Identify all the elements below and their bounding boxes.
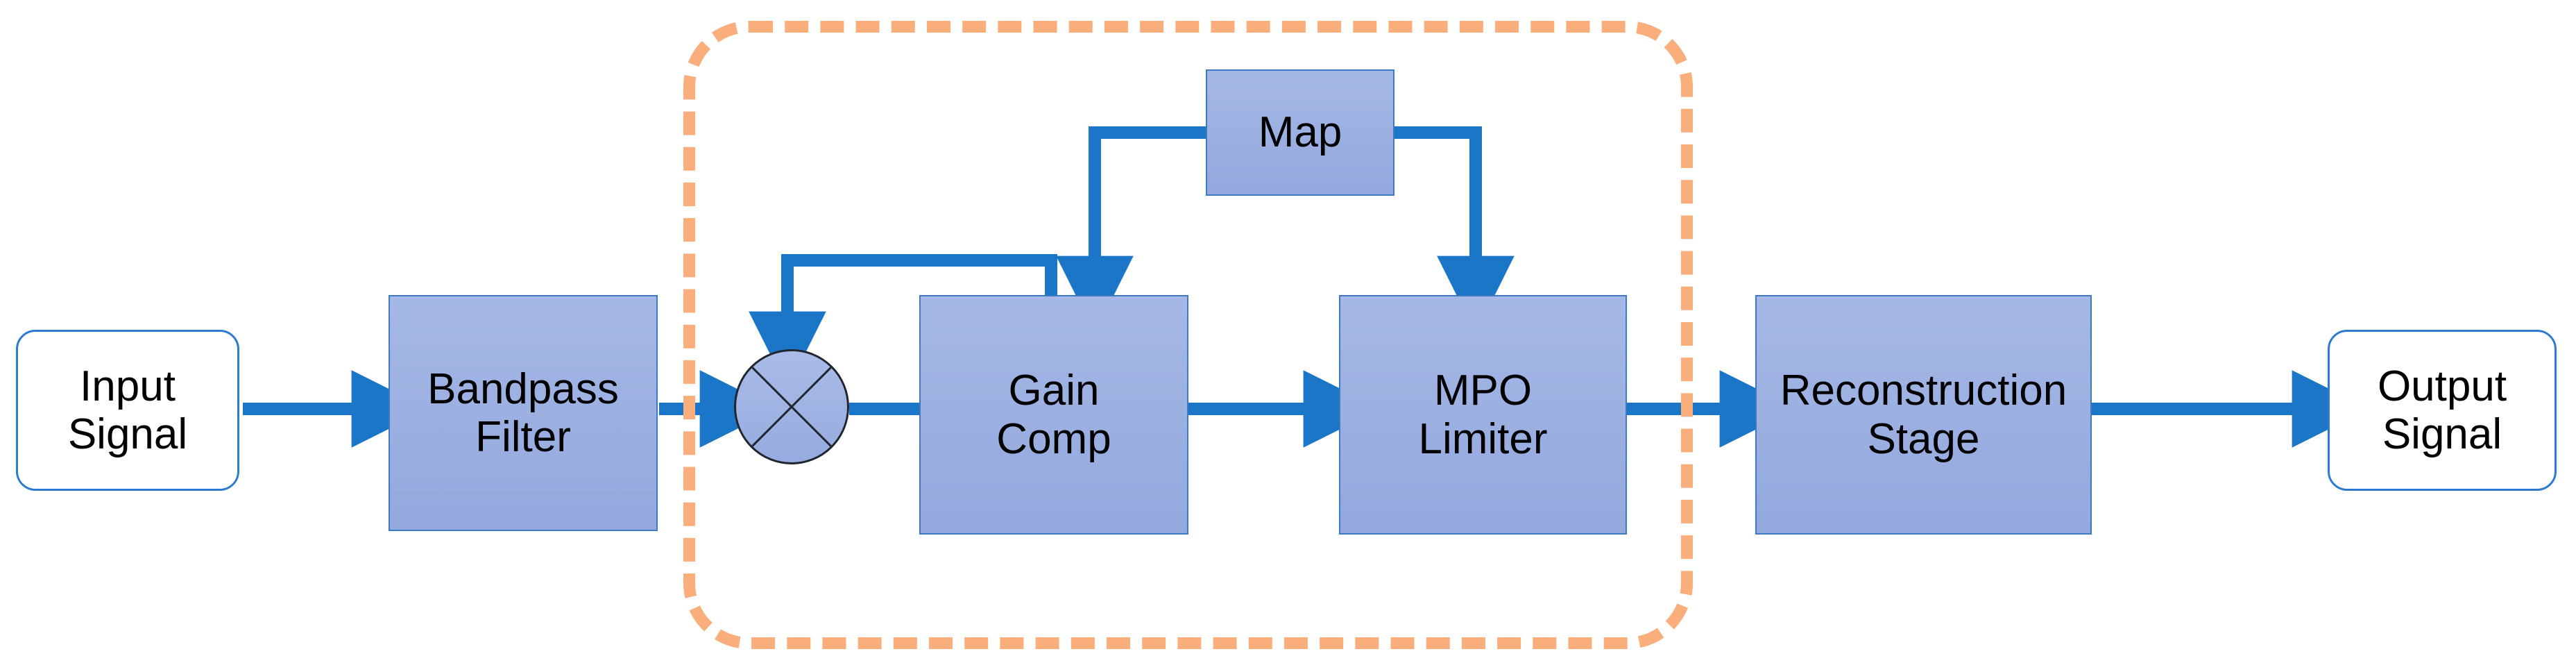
node-bandpass-filter[interactable]: Bandpass Filter [389, 295, 658, 531]
node-output-signal-label: Output Signal [2377, 362, 2507, 458]
node-reconstruction-stage-label: Reconstruction Stage [1780, 367, 2067, 463]
node-output-signal[interactable]: Output Signal [2328, 330, 2557, 491]
node-bandpass-filter-label: Bandpass Filter [427, 364, 619, 461]
node-input-signal[interactable]: Input Signal [16, 330, 239, 491]
node-map[interactable]: Map [1206, 69, 1394, 196]
node-map-label: Map [1258, 108, 1342, 157]
node-input-signal-label: Input Signal [67, 362, 188, 458]
node-gain-comp[interactable]: Gain Comp [919, 295, 1188, 535]
wire-map-to-mpo [1394, 126, 1515, 334]
node-reconstruction-stage[interactable]: Reconstruction Stage [1755, 295, 2092, 535]
node-multiplier[interactable] [734, 349, 849, 464]
node-mpo-limiter-label: MPO Limiter [1418, 367, 1548, 463]
node-mpo-limiter[interactable]: MPO Limiter [1339, 295, 1627, 535]
node-gain-comp-label: Gain Comp [996, 367, 1111, 463]
wire-map-to-gaincomp [1056, 126, 1206, 334]
